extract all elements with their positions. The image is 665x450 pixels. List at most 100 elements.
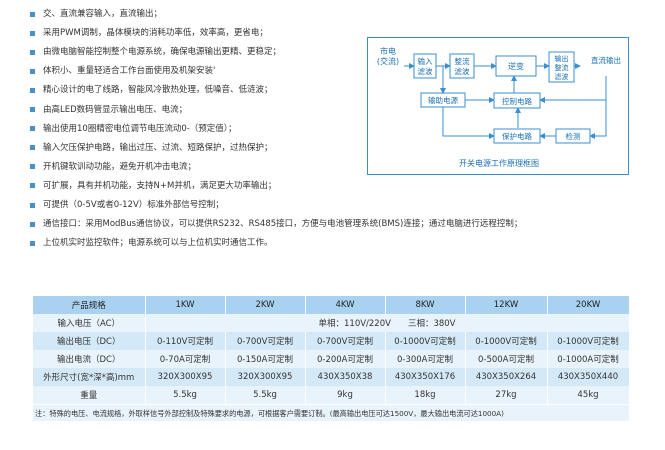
output-rectifier-label: 输出 <box>555 54 569 63</box>
feature-text: 可提供（0-5V或者0-12V）标准外部信号控制； <box>43 200 224 210</box>
table-cell: 0-1000A可定制 <box>547 350 630 368</box>
feature-text: 由高LED数码管显示输出电压、电流； <box>43 104 188 115</box>
table-cell: 0-200A可定制 <box>305 350 386 368</box>
table-row: 输入电压（AC）单相：110V/220V 三相：380V <box>33 314 630 332</box>
feature-item: 输入欠压保护电路，输出过压、过流、短路保护，过热保护； <box>30 140 273 156</box>
inverter-label: 逆变 <box>508 61 524 71</box>
diagram-connectors <box>404 63 607 139</box>
table-cell: 0-110V可定制 <box>145 332 226 350</box>
bullet-icon <box>30 68 35 74</box>
table-cell: 430X350X176 <box>385 368 466 386</box>
feature-item: 采用PWM调制，晶体模块的消耗功率低，效率高，更省电； <box>30 25 268 41</box>
feature-item: 交、直流兼容输入，直流输出； <box>30 6 162 22</box>
table-cell: 0-1000V可定制 <box>385 332 466 350</box>
spec-header-model: 4KW <box>305 296 386 314</box>
bullet-icon <box>30 107 35 112</box>
protection-circuit-box <box>493 128 541 144</box>
table-cell: 9kg <box>305 386 386 404</box>
feature-item: 上位机实时监控软件；电源系统可以与上位机实时通信工作。 <box>30 235 273 251</box>
rectifier-filter-box <box>449 53 475 79</box>
feature-item: 可提供（0-5V或者0-12V）标准外部信号控制； <box>30 197 224 213</box>
feature-text: 体积小、重量轻适合工作台面使用及机架安装' <box>43 66 216 77</box>
feature-item: 由微电脑智能控制整个电源系统，确保电源输出更精、更稳定； <box>30 44 281 60</box>
bullet-icon <box>30 30 35 36</box>
rectifier-filter-label: 整流 <box>455 56 470 66</box>
table-cell: 45kg <box>547 386 630 404</box>
table-cell: 27kg <box>465 386 548 404</box>
bullet-icon <box>30 11 35 17</box>
bullet-icon <box>30 221 35 227</box>
input-voltage-value: 单相：110V/220V 三相：380V <box>145 314 630 332</box>
feature-text: 采用PWM调制，晶体模块的消耗功率低，效率高，更省电； <box>43 28 268 39</box>
feature-item: 精心设计的电了线路，智能风冷散热处理，低噪音、低涟波； <box>30 82 273 98</box>
feature-text: 可扩展，具有并机功能，支持N+M并机，满足更大功率输出； <box>43 180 277 191</box>
bullet-icon <box>30 183 35 189</box>
spec-header-label: 产品规格 <box>33 296 146 314</box>
table-cell: 0-150A可定制 <box>225 350 306 368</box>
aux-power-label: 输助电源 <box>428 95 458 105</box>
aux-power-box <box>420 92 466 108</box>
spec-header-model: 12KW <box>465 296 548 314</box>
feature-text: 开机键软训动功能，避免开机冲击电流； <box>43 161 197 172</box>
feature-text: 输入欠压保护电路，输出过压、过流、短路保护，过热保护； <box>43 142 273 153</box>
input-filter-box <box>413 53 437 79</box>
input-filter-label: 滤波 <box>418 66 433 76</box>
detection-label: 检测 <box>566 131 581 141</box>
table-cell: 0-1000V可定制 <box>465 332 548 350</box>
table-cell: 18kg <box>385 386 466 404</box>
dc-output-label: 直流输出 <box>591 55 621 65</box>
bullet-icon <box>30 49 35 55</box>
feature-text: 交、直流兼容输入，直流输出； <box>43 9 163 19</box>
row-label: 输出电流（DC） <box>33 350 146 368</box>
block-diagram-svg: 市电(交流)输入滤波整流滤波逆变输出整流滤波直流输出输助电源控制电路保护电路检测… <box>377 46 621 168</box>
spec-header-model: 8KW <box>385 296 466 314</box>
table-cell: 430X350X38 <box>305 368 386 386</box>
row-label: 重量 <box>33 386 146 404</box>
diagram-boxes: 市电(交流)输入滤波整流滤波逆变输出整流滤波直流输出输助电源控制电路保护电路检测… <box>377 46 621 168</box>
output-rectifier-label: 整流 <box>555 63 569 72</box>
spec-header-model: 20KW <box>547 296 630 314</box>
rectifier-filter-label: 滤波 <box>455 66 470 76</box>
feature-item: 由高LED数码管显示输出电压、电流； <box>30 102 187 118</box>
row-label: 外形尺寸(宽*深*高)mm <box>33 368 146 386</box>
bullet-icon <box>30 202 35 208</box>
table-cell: 320X300X95 <box>225 368 306 386</box>
table-cell: 5.5kg <box>145 386 226 404</box>
control-circuit-box <box>493 92 541 109</box>
table-cell: 0-700V可定制 <box>225 332 306 350</box>
feature-item: 可扩展，具有并机功能，支持N+M并机，满足更大功率输出； <box>30 178 276 194</box>
table-cell: 430X350X440 <box>547 368 630 386</box>
feature-item: 开机键软训动功能，避免开机冲击电流； <box>30 159 196 175</box>
spec-header-model: 2KW <box>225 296 306 314</box>
feature-text: 通信接口：采用ModBus通信协议，可以提供RS232、RS485接口，方便与电… <box>43 219 523 230</box>
spec-note: 注：特殊的电压、电流规格，外取样信号外部控制及特殊要求的电源，可根据客户需要订制… <box>33 404 629 421</box>
table-cell: 0-300A可定制 <box>385 350 466 368</box>
feature-text: 上位机实时监控软件；电源系统可以与上位机实时通信工作。 <box>43 238 273 249</box>
bullet-icon <box>30 240 35 246</box>
table-cell: 5.5kg <box>225 386 306 404</box>
feature-text: 输出使用10圈精密电位调节电压流动0-（预定值）； <box>43 123 237 134</box>
mains-label: 市电 <box>380 46 396 56</box>
power-supply-block-diagram: 市电(交流)输入滤波整流滤波逆变输出整流滤波直流输出输助电源控制电路保护电路检测… <box>367 37 629 175</box>
table-cell: 430X350X264 <box>465 368 548 386</box>
feature-item: 输出使用10圈精密电位调节电压流动0-（预定值）； <box>30 121 237 137</box>
bullet-icon <box>30 87 35 93</box>
spec-header-model: 1KW <box>145 296 226 314</box>
table-cell: 0-700V可定制 <box>305 332 386 350</box>
control-circuit-label: 控制电路 <box>502 96 532 106</box>
protection-circuit-label: 保护电路 <box>502 131 532 141</box>
feature-text: 精心设计的电了线路，智能风冷散热处理，低噪音、低涟波； <box>43 85 273 96</box>
table-cell: 0-500A可定制 <box>465 350 548 368</box>
mains-ac-label: (交流) <box>377 56 399 66</box>
bullet-icon <box>30 145 35 151</box>
input-filter-label: 输入 <box>418 56 433 66</box>
detection-box <box>555 128 591 144</box>
table-cell: 320X300X95 <box>145 368 226 386</box>
